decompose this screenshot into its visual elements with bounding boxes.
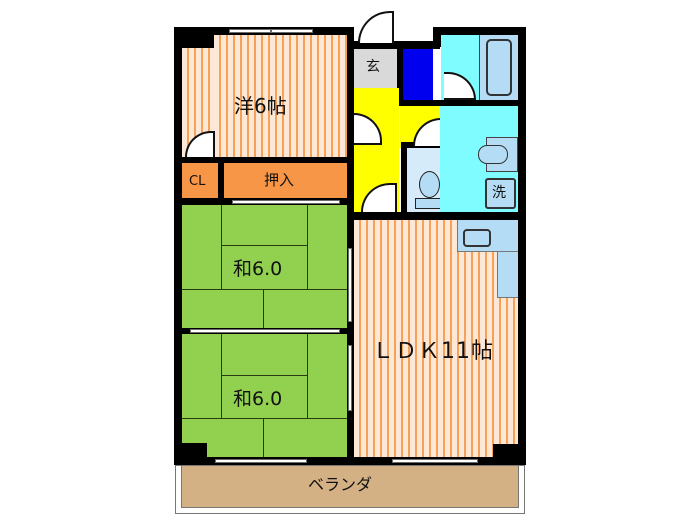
tatami-line <box>221 334 222 418</box>
outer-wall-right <box>518 27 526 465</box>
room-label-japanese-1: 和6.0 <box>233 258 283 280</box>
outer-wall-left <box>174 27 182 464</box>
kitchen-sink <box>463 229 491 247</box>
tatami-line <box>221 205 222 289</box>
wall-washroom-bottom <box>347 212 526 220</box>
tatami-line <box>221 375 307 376</box>
tatami-line <box>182 289 347 290</box>
tatami-line <box>182 418 347 419</box>
room-oshiire <box>224 163 347 198</box>
room-label-japanese-2: 和6.0 <box>233 388 283 410</box>
room-label-closet: CL <box>189 174 206 189</box>
veranda <box>181 465 519 508</box>
wall-left-pillar-top <box>174 27 214 48</box>
window-japanese-2[interactable] <box>215 459 307 463</box>
pillar-bottom-right <box>493 444 519 458</box>
room-label-western: 洋6帖 <box>234 94 287 118</box>
room-label-entrance: 玄 <box>366 59 380 75</box>
window-western <box>229 29 271 33</box>
room-entrance <box>354 49 397 88</box>
window-ldk[interactable] <box>392 459 478 463</box>
outer-wall-bottom <box>174 457 526 465</box>
entry-wall-side <box>433 27 441 47</box>
wall-entrance-right <box>397 41 403 106</box>
fusuma-japanese-2-ldk[interactable] <box>348 345 352 411</box>
wall-storage-bottom <box>397 100 526 106</box>
fusuma-japanese-1-ldk[interactable] <box>348 248 352 322</box>
wall-western-bottom <box>174 157 354 163</box>
room-closet <box>182 163 218 198</box>
tatami-line <box>307 205 308 289</box>
room-label-oshiire: 押入 <box>264 171 295 189</box>
entry-wall-block <box>347 41 440 49</box>
wall-closet-divider <box>218 163 224 205</box>
toilet-tank <box>415 198 442 209</box>
vanity-basin <box>478 145 508 164</box>
toilet-bowl <box>419 171 440 198</box>
tatami-line <box>221 245 307 246</box>
tatami-line <box>307 334 308 418</box>
washer-space <box>485 178 516 209</box>
pillar-bottom-left <box>182 443 207 458</box>
storage-blue <box>403 49 433 100</box>
room-ldk <box>354 220 518 457</box>
door-entrance[interactable] <box>358 11 394 43</box>
kitchen-counter-side <box>497 252 518 298</box>
wall-western-right <box>347 35 354 460</box>
room-japanese-2 <box>182 334 347 457</box>
tatami-line <box>263 289 264 328</box>
room-japanese-1 <box>182 205 347 328</box>
fusuma-oshiire[interactable] <box>232 200 340 204</box>
room-western <box>214 35 347 157</box>
room-label-veranda: ベランダ <box>308 475 373 494</box>
fusuma-japanese-divider[interactable] <box>190 329 340 333</box>
hall-line <box>399 106 400 212</box>
room-label-ldk: ＬＤＫ11帖 <box>372 339 494 364</box>
window-western-2 <box>271 29 313 33</box>
room-label-washroom: 洗 <box>492 185 506 201</box>
tatami-line <box>263 418 264 457</box>
outer-wall-top-right <box>433 27 526 35</box>
bathtub <box>486 39 512 96</box>
